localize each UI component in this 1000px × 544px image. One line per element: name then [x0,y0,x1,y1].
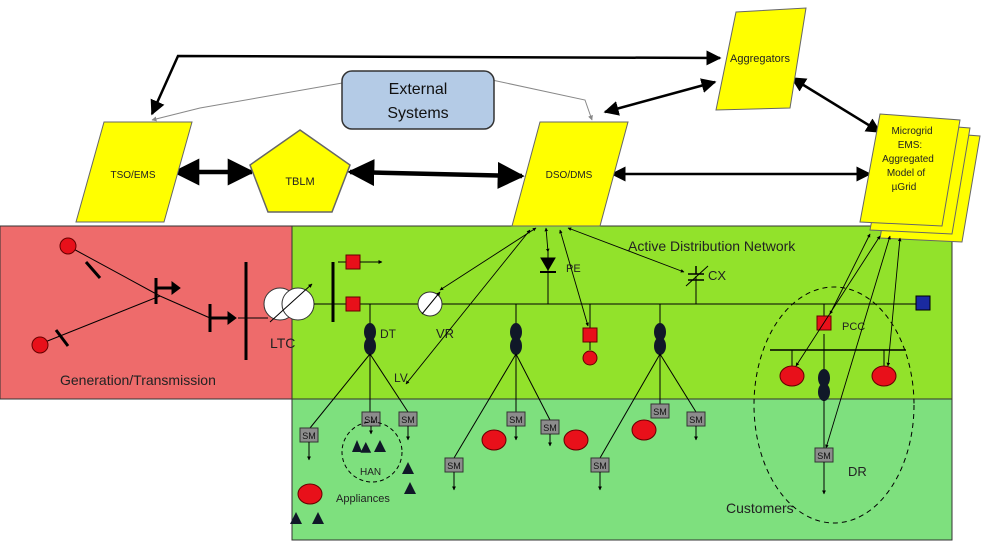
customer-der [481,429,507,451]
customer-der [631,419,657,441]
link-external-dso [491,79,593,121]
svg-text:SM: SM [302,431,316,441]
appliance-icon [404,482,416,494]
ltc-tap-arrow [269,283,313,323]
ltc-transformer-winding-2 [281,287,315,321]
microgrid-ems-stack [859,113,981,243]
link-dso-aggregators [603,78,717,116]
customer-der [563,429,589,451]
ltc-label: LTC [270,335,295,351]
customers-label: Customers [726,500,794,516]
smart-meters: SM SM SM SM SM SM SM [299,403,834,495]
feeder-switch-upper [345,254,361,270]
external-systems-box [341,70,495,130]
microgrid-label-4: Model of [887,168,926,179]
smart-meter: SM [686,411,706,441]
external-systems-label-1: External [389,81,448,98]
dso-dms-box [511,121,629,227]
appliance-icon [312,512,324,524]
tblm-pentagon [249,129,351,213]
smart-meter: SM [814,447,834,495]
communication-links [405,227,902,449]
svg-text:SM: SM [401,415,415,425]
svg-text:SM: SM [364,415,378,425]
dso-dms-label: DSO/DMS [546,170,593,181]
link-aggregators-microgrid [790,76,882,134]
breaker-symbol-2 [208,304,237,332]
power-electronics-symbol [540,252,556,276]
smart-meter: SM [650,403,670,419]
han-boundary [341,421,403,483]
breaker-symbol-1 [154,278,181,304]
customer-ders [297,419,657,505]
tso-ems-label: TSO/EMS [110,170,155,181]
cx-label: CX [708,268,726,283]
smart-meter: SM [398,411,418,441]
svg-text:SM: SM [509,415,523,425]
lv-label: LV [394,371,408,385]
svg-text:SM: SM [447,461,461,471]
link-tso-aggregators [150,50,722,116]
comm-dso-pe [544,227,550,253]
comm-mg-sm [825,235,891,449]
external-systems-label-2: Systems [387,105,448,122]
aggregators-label: Aggregators [730,53,790,65]
der-unit [582,350,598,366]
pe-label: PE [566,263,581,275]
appliance-icon [402,462,414,474]
lv-feeders [309,353,825,459]
microgrid-der-left [779,365,805,387]
active-distribution-zone [291,225,953,400]
microgrid-label-3: Aggregated [882,154,934,165]
link-external-tso [151,81,349,122]
generator-1 [59,237,77,255]
generation-transmission-label: Generation/Transmission [60,372,216,388]
svg-text:SM: SM [543,423,557,433]
dt-label: DT [380,327,397,341]
appliance-icons [290,440,416,524]
svg-text:SM: SM [653,407,667,417]
appliance-icon [374,440,386,452]
smart-meter: SM [506,411,526,441]
smart-meter: SM [590,457,610,491]
smart-meter: SM [444,457,464,491]
control-links [150,50,882,189]
comm-dso-der [559,229,589,327]
generator-2 [31,336,49,354]
link-tblm-dso [347,159,525,189]
generation-network [39,245,268,360]
aggregators-box [715,7,807,111]
smart-meter: SM [299,427,319,461]
smart-meter: SM [540,419,560,447]
appliances-label: Appliances [336,493,390,505]
appliance-icon [352,440,362,452]
customer-der [297,483,323,505]
distribution-transformer-1 [364,323,376,355]
distribution-transformer-3 [654,323,666,355]
dr-label: DR [848,464,867,479]
pcc-label: PCC [842,321,865,333]
microgrid-der-right [871,365,897,387]
han-label: HAN [360,467,381,478]
svg-text:SM: SM [689,415,703,425]
microgrid-label-5: µGrid [892,182,917,193]
tblm-label: TBLM [285,176,314,188]
generation-transmission-zone [0,225,293,400]
microgrid-label-1: Microgrid [891,126,932,137]
appliance-icon [360,442,372,453]
busbar-end-node [915,295,931,311]
appliance-icon [290,512,302,524]
tso-ems-box [75,121,193,223]
feeder-switch-lower [345,296,361,312]
der-switch [582,327,598,343]
microgrid-label-2: EMS: [898,140,922,151]
active-distribution-network-label: Active Distribution Network [628,238,796,254]
svg-text:SM: SM [593,461,607,471]
svg-text:SM: SM [817,451,831,461]
comm-dso-cx [567,227,685,273]
capacitor-symbol [685,265,709,287]
comm-dso-lv [405,229,531,385]
